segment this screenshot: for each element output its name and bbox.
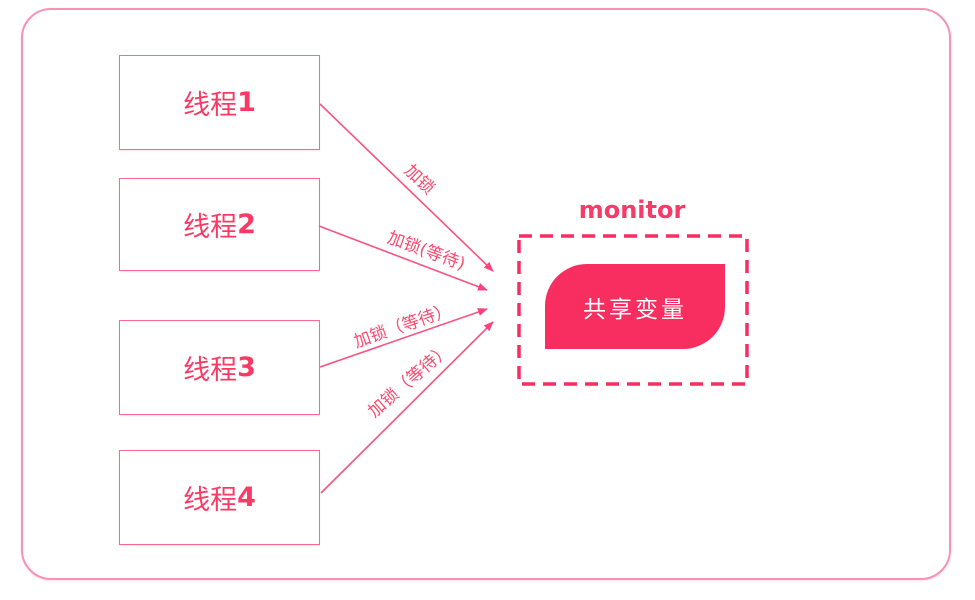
monitor-title: monitor — [578, 196, 686, 224]
thread-2-number: 2 — [237, 209, 256, 240]
thread-1-number: 1 — [237, 87, 256, 118]
thread-2-label: 线程 — [183, 212, 238, 243]
thread-1-label: 线程 — [183, 90, 238, 121]
thread-4-label: 线程 — [183, 485, 238, 516]
shared-variable-shape: 共享变量 — [545, 264, 725, 349]
thread-4-number: 4 — [237, 482, 256, 513]
outer-frame-border — [21, 8, 951, 580]
shared-variable-label: 共享变量 — [583, 296, 687, 323]
thread-3-label: 线程 — [183, 355, 238, 386]
thread-3-number: 3 — [237, 352, 256, 383]
